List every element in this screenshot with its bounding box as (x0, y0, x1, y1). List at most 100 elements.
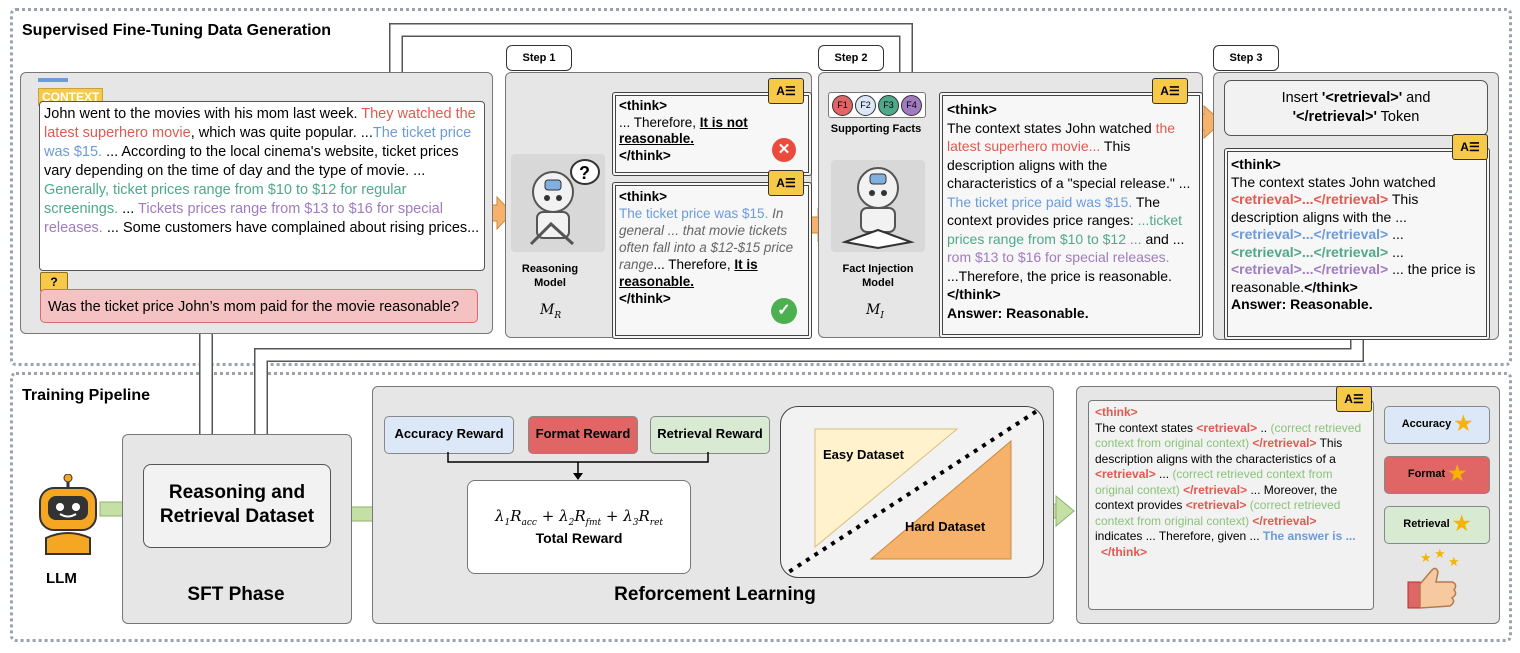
fact-f3: F3 (878, 95, 899, 116)
chat-icon: A☰ (768, 170, 804, 196)
easy-dataset-label: Easy Dataset (823, 447, 904, 462)
retrieval-badge: Retrieval ★ (1384, 506, 1490, 544)
step3-text-5: ... the price is reasonable. (1231, 261, 1476, 295)
step1-wrong-box: <think> ... Therefore, It is not reasona… (612, 92, 812, 176)
dataset-split (781, 407, 1043, 577)
question-box: Was the ticket price John’s mom paid for… (40, 289, 478, 323)
accuracy-badge: Accuracy ★ (1384, 406, 1490, 444)
step2-label: Step 2 (818, 45, 884, 71)
retrieval-reward-box: Retrieval Reward (650, 416, 770, 454)
context-text-price: The ticket price was $15. (44, 125, 472, 160)
supporting-facts-group: F1 F2 F3 F4 (828, 92, 926, 118)
context-text-1: John went to the movies with his mom las… (44, 106, 362, 122)
step3-text-3: ... (1388, 226, 1404, 242)
think-open: <think> (619, 189, 668, 204)
retrieval-tag-green: <retrieval>...</retrieval> (1231, 243, 1389, 260)
hard-dataset-label: Hard Dataset (905, 519, 986, 534)
step3-text-4: ... (1388, 243, 1404, 260)
insert-token-box: Insert '<retrieval>' and '</retrieval>' … (1224, 80, 1488, 136)
dataset-box: Reasoning and Retrieval Dataset (143, 464, 331, 548)
output-text-box: <think> The context states <retrieval> .… (1088, 400, 1374, 610)
dataset-label: Reasoning and Retrieval Dataset (159, 482, 315, 527)
svg-text:★: ★ (1448, 554, 1460, 569)
wrong-x-icon: ✕ (772, 138, 796, 162)
retrieval-tag-purple: <retrieval>...</retrieval> (1231, 261, 1389, 277)
context-text-9: ... Some customers have complained about… (102, 220, 480, 236)
format-reward-box: Format Reward (528, 416, 638, 454)
fact-f4: F4 (901, 95, 922, 116)
step2-text-5: The context provides price ranges: (947, 193, 1160, 229)
step2-text-special: rom $13 to $16 for special releases. (947, 249, 1170, 265)
svg-text:★: ★ (1420, 550, 1432, 565)
correct-price: The ticket price was $15. (619, 206, 769, 221)
step2-text-movie: the latest superhero movie... (947, 119, 1176, 155)
think-close: </think> (619, 147, 671, 163)
step2-text-7: and ... (1141, 230, 1185, 247)
think-close: </think> (1304, 278, 1358, 295)
step2-text-1: The context states John watched (947, 119, 1156, 136)
context-text-3: , which was quite popular. ... (190, 125, 373, 141)
fact-f2: F2 (855, 95, 876, 116)
step3-text-2: This description aligns with the ... (1231, 191, 1419, 225)
context-text-7: ... (118, 201, 139, 217)
sft-section (10, 8, 1512, 366)
chat-icon: A☰ (1452, 134, 1488, 160)
llm-robot-icon (32, 473, 104, 556)
context-text-movie: They watched the latest superhero movie (44, 106, 476, 141)
think-close: </think> (947, 286, 1001, 302)
fact-injection-model-symbol: MI (866, 302, 884, 321)
thumbs-up-icon: ★★★ (1402, 546, 1466, 612)
wrong-conclusion: It is not reasonable. (619, 114, 748, 147)
chat-icon: A☰ (1152, 78, 1188, 104)
step3-label: Step 3 (1213, 45, 1279, 71)
think-close: </think> (619, 291, 671, 306)
step2-text-price: The ticket price paid was $15. (947, 193, 1133, 210)
step2-text-box: <think> The context states John watched … (939, 92, 1203, 338)
sft-phase-label: SFT Phase (187, 584, 285, 605)
step1-label: Step 1 (506, 45, 572, 71)
correct-text: ... Therefore, (653, 257, 735, 272)
sft-section-title: Supervised Fine-Tuning Data Generation (22, 22, 332, 39)
context-text-regular: Generally, ticket prices range from $10 … (44, 182, 407, 217)
curriculum-box: Easy Dataset Hard Dataset (780, 406, 1044, 578)
supporting-facts-label: Supporting Facts (830, 123, 922, 135)
chat-icon: A☰ (768, 78, 804, 104)
training-section (10, 372, 1512, 642)
rl-label: Reforcement Learning (614, 584, 816, 605)
step3-text-box: <think> The context states John watched … (1224, 148, 1490, 340)
think-open: <think> (1231, 156, 1281, 172)
fact-f1: F1 (832, 95, 853, 116)
chat-icon: A☰ (1336, 386, 1372, 412)
context-text-special: Tickets prices range from $13 to $16 for… (44, 201, 443, 236)
wrong-text: ... Therefore, (619, 114, 700, 130)
correct-conclusion: It is reasonable. (619, 257, 758, 289)
step3-answer: Answer: Reasonable. (1231, 296, 1373, 312)
correct-reasoning: In general ... that movie tickets often … (619, 206, 794, 272)
think-open: <think> (619, 98, 668, 113)
step3-text-1: The context states John watched (1231, 173, 1436, 190)
fact-injection-model-icon (831, 160, 925, 252)
retrieval-tag-blue: <retrieval>...</retrieval> (1231, 226, 1389, 242)
reward-merge-connector (447, 452, 709, 480)
total-reward-formula: λ1Racc + λ2Rfmt + λ3Rret (494, 507, 664, 528)
context-text-5: ... According to the local cinema's webs… (44, 144, 459, 179)
accuracy-reward-box: Accuracy Reward (384, 416, 514, 454)
training-section-title: Training Pipeline (22, 387, 151, 404)
thinking-robot-icon: ? (529, 159, 600, 246)
total-reward-box: λ1Racc + λ2Rfmt + λ3Rret Total Reward (467, 480, 691, 574)
star-icon: ★ (1448, 463, 1467, 486)
retrieval-tag-red: <retrieval>...</retrieval> (1231, 191, 1389, 207)
reasoning-model-icon: ? (511, 154, 605, 252)
star-icon: ★ (1454, 413, 1473, 436)
check-icon: ✓ (771, 298, 797, 324)
reasoning-model-symbol: MR (540, 302, 562, 321)
think-open: <think> (947, 101, 997, 117)
rl-to-output-arrowhead (1055, 494, 1075, 528)
step2-text-3: This description aligns with the charact… (947, 138, 1191, 191)
reasoning-model-label: Reasoning Model (521, 263, 579, 289)
context-text-box: John went to the movies with his mom las… (39, 101, 485, 271)
fact-injection-model-label: Fact Injection Model (842, 263, 914, 289)
format-badge: Format ★ (1384, 456, 1490, 494)
question-badge: ? (40, 272, 68, 292)
step2-text-9: ...Therefore, the price is reasonable. (947, 267, 1172, 284)
